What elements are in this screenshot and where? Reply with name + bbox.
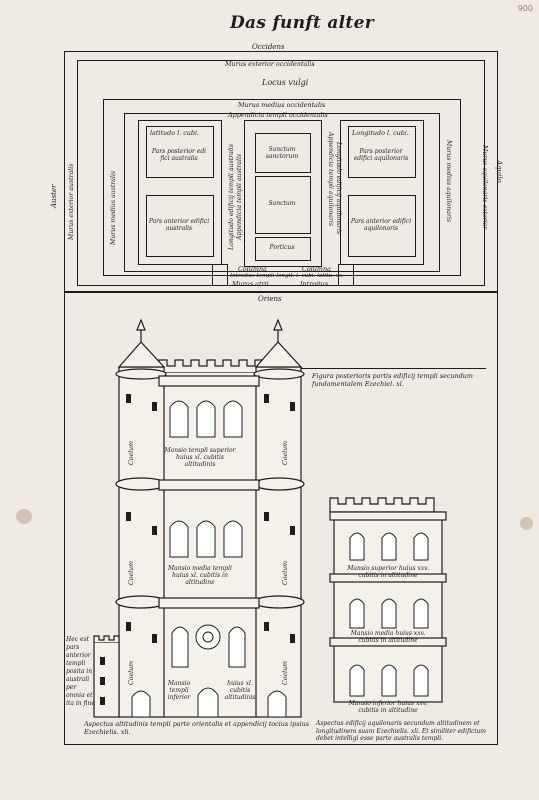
- vlabel-aquilo: Aquilo: [495, 160, 503, 183]
- label-left-latitudo: latitudo l. cubi.: [150, 129, 200, 137]
- plan-appendicia: Appendicia templi occidentalis: [228, 111, 328, 119]
- stain-right: [520, 517, 533, 530]
- figure-caption-rule: [298, 368, 486, 369]
- label-sanctum-sanctorum: Sanctum sanctorum: [265, 146, 299, 160]
- stain-left: [16, 509, 32, 524]
- label-lower-story-right: huius xl. cubitis altitudinis: [224, 680, 256, 701]
- label-introitus-mid: Introitus templi longit. l. cubi. latitu…: [230, 273, 344, 279]
- label-sanctum: Sanctum: [268, 200, 296, 207]
- coelum-label-6: Coelum: [282, 661, 289, 685]
- left-building-lower: [146, 195, 214, 257]
- vlabel-auster: Auster: [50, 184, 58, 208]
- temple-sanctum: [255, 176, 311, 234]
- label-lower-story: Mansio templi inferior: [167, 680, 191, 701]
- page-title: Das funft alter: [230, 13, 374, 33]
- vlabel-appendicia-left: Appendicia templi australis: [236, 153, 243, 240]
- coelum-label-1: Coelum: [128, 441, 135, 465]
- figure-caption: Figura posterioris partis edificij templ…: [312, 372, 473, 388]
- label-small-lower: Mansio inferior huius xxv. cubitis in al…: [348, 700, 428, 714]
- coelum-label-3: Coelum: [128, 561, 135, 585]
- label-upper-story: Mansio templi superior huius xl. cubitis…: [164, 447, 236, 468]
- plan-murus-exterior: Murus exterior occidentalis: [225, 60, 315, 68]
- label-small-upper: Mansio superior huius xxv. cubitis in al…: [347, 565, 429, 579]
- gate-right: [338, 264, 354, 286]
- vlabel-murus-exterior-left: Murus exterior australis: [68, 163, 75, 240]
- label-porticus: Porticus: [269, 244, 295, 251]
- right-bottom-caption: Aspectus edificij aquilonaris secundum a…: [316, 720, 486, 742]
- coelum-label-5: Coelum: [128, 661, 135, 685]
- label-right-longitudo: Longitudo l. cubi.: [352, 129, 409, 137]
- vlabel-murus-medius-right: Murus medius aquilonaris: [445, 140, 452, 223]
- folio-number: 900: [517, 4, 533, 13]
- plan-outer-wall: [77, 60, 485, 286]
- coelum-label-2: Coelum: [282, 441, 289, 465]
- vlabel-longitudo-right: Longitudo edificij aquilonaris: [335, 142, 342, 235]
- temple-holy-of-holies: [255, 133, 311, 173]
- vlabel-murus-medius-left: Murus medius australis: [110, 170, 117, 245]
- label-right-posterior: Pars posterior edifici aquilonaris: [353, 148, 409, 162]
- plan-outer-frame: [64, 51, 498, 293]
- north-building-drawing: [329, 497, 447, 703]
- label-murus-atrii: Murus atrii: [232, 280, 269, 288]
- label-right-anterior: Pars anterior edifici aquilonaris: [350, 218, 412, 232]
- vlabel-murus-exterior-right: Murus aquilonaris exterior: [481, 145, 488, 230]
- elevation-top-label: Oriens: [258, 295, 282, 303]
- plan-inner-wall: [124, 113, 440, 272]
- left-bottom-caption: Aspectus altitudinis templi parte orient…: [84, 720, 310, 736]
- label-left-posterior: Pars posterior edi fici australis: [151, 148, 207, 162]
- label-middle-story: Mansio media templi huius xl. cubitis in…: [168, 565, 232, 586]
- label-introitus: Introitus: [300, 280, 329, 288]
- vlabel-longitudo-left: Longitudo edificij templi australis: [228, 144, 235, 250]
- side-note: Hec est pars anterior templi posita in a…: [66, 636, 95, 707]
- temple-tower-drawing: [93, 318, 305, 718]
- plan-middle-wall: [103, 99, 461, 276]
- temple-body: [244, 120, 322, 267]
- right-building: [340, 120, 424, 265]
- right-building-lower: [348, 195, 416, 257]
- plan-murus-medius: Murus medius occidentalis: [238, 101, 326, 109]
- elevation-frame: [64, 291, 498, 745]
- right-building-upper: [348, 126, 416, 178]
- temple-porticus: [255, 237, 311, 261]
- label-gate-left: Columna: [238, 265, 267, 273]
- vlabel-appendicia-right: Appendicia templi aquilonaris: [327, 132, 334, 227]
- label-small-middle: Mansio media huius xxv. cubitis in altit…: [350, 630, 426, 644]
- left-building: [138, 120, 222, 265]
- left-building-upper: [146, 126, 214, 178]
- label-gate-right: Columna: [302, 265, 331, 273]
- coelum-label-4: Coelum: [282, 561, 289, 585]
- label-left-anterior: Pars anterior edifici australis: [148, 218, 210, 232]
- plan-top-label: Occidens: [252, 43, 285, 51]
- gate-left: [212, 264, 228, 286]
- plan-locus-vulgi: Locus vulgi: [262, 78, 309, 87]
